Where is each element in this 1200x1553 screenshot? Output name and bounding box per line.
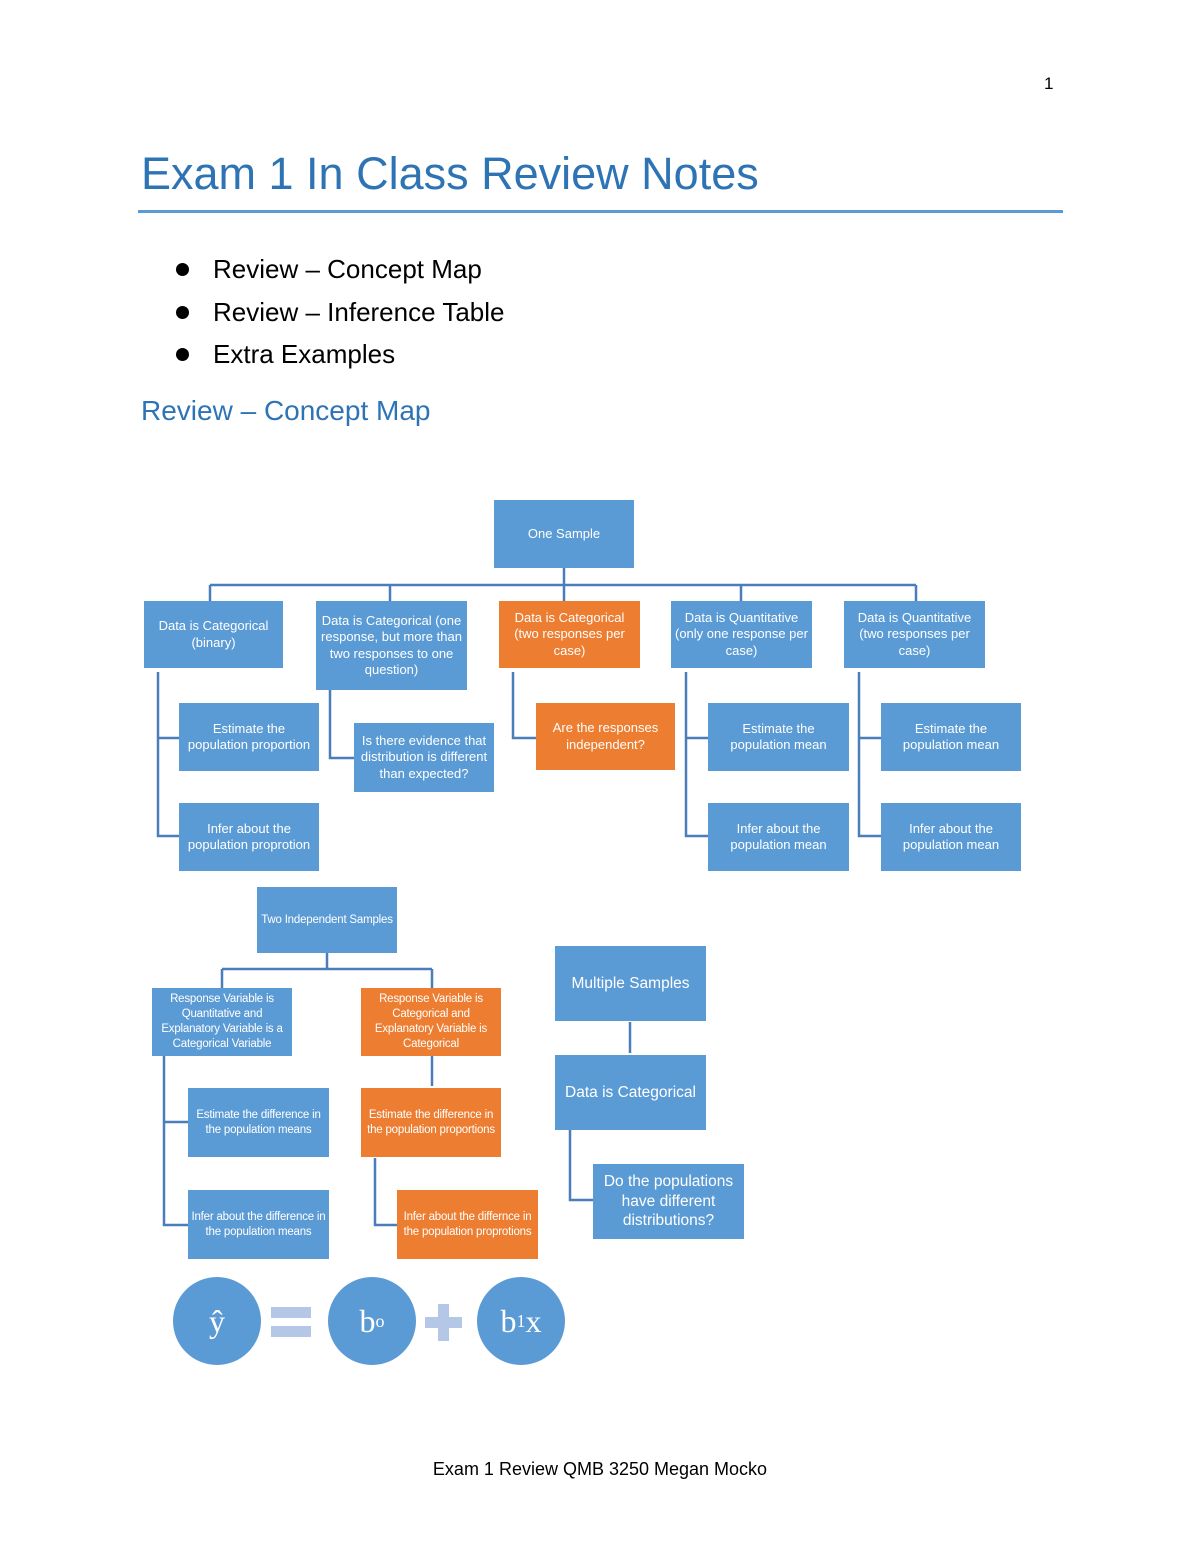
- evidence-distribution-box: Is there evidence that distribution is d…: [354, 723, 494, 792]
- data-categorical-box: Data is Categorical: [555, 1055, 706, 1130]
- bullet-item: Review – Concept Map: [176, 248, 504, 291]
- categorical-binary-box: Data is Categorical(binary): [144, 601, 283, 668]
- infer-diff-proportions-box: Infer about the differnce in the populat…: [397, 1190, 538, 1259]
- infer-mean-box: Infer about the population mean: [708, 803, 849, 871]
- estimate-mean-box: Estimate the population mean: [708, 703, 849, 771]
- title-underline: [138, 210, 1063, 213]
- categorical-two-responses-box: Data is Categorical(two responses per ca…: [499, 601, 640, 668]
- bullet-dot-icon: [176, 263, 189, 276]
- bullet-dot-icon: [176, 305, 189, 319]
- plus-icon: [425, 1304, 462, 1341]
- categorical-multi-response-box: Data is Categorical (one response, but m…: [316, 601, 467, 690]
- bullet-item: Extra Examples: [176, 333, 504, 376]
- bullet-item: Review – Inference Table: [176, 291, 504, 334]
- infer-mean-paired-box: Infer about the population mean: [881, 803, 1021, 871]
- categorical-response-box: Response Variable is Categorical and Exp…: [361, 988, 501, 1056]
- page-number: 1: [1044, 74, 1054, 93]
- quantitative-response-box: Response Variable is Quantitative and Ex…: [152, 988, 292, 1056]
- multiple-samples-box: Multiple Samples: [555, 946, 706, 1021]
- bullet-dot-icon: [176, 348, 189, 361]
- page-footer: Exam 1 Review QMB 3250 Megan Mocko: [432, 1459, 768, 1479]
- bullet-list: Review – Concept Map Review – Inference …: [176, 248, 504, 376]
- equals-icon: [271, 1307, 311, 1337]
- quantitative-one-response-box: Data is Quantitative(only one response p…: [671, 601, 812, 668]
- infer-proportion-box: Infer about the population proprotion: [179, 803, 319, 871]
- y-hat-circle: ŷ: [173, 1277, 261, 1365]
- responses-independent-box: Are the responses independent?: [536, 703, 675, 770]
- quantitative-two-responses-box: Data is Quantitative(two responses per c…: [844, 601, 985, 668]
- infer-diff-means-box: Infer about the difference in the popula…: [188, 1190, 329, 1259]
- one-sample-box: One Sample: [494, 500, 634, 568]
- estimate-mean-paired-box: Estimate the population mean: [881, 703, 1021, 771]
- estimate-diff-proportions-box: Estimate the difference in the populatio…: [361, 1088, 501, 1157]
- two-independent-samples-box: Two Independent Samples: [257, 887, 397, 953]
- page-title: Exam 1 In Class Review Notes: [141, 148, 759, 199]
- different-distributions-box: Do the populations have different distri…: [593, 1164, 744, 1239]
- section-heading: Review – Concept Map: [141, 395, 431, 426]
- estimate-diff-means-box: Estimate the difference in the populatio…: [188, 1088, 329, 1157]
- estimate-proportion-box: Estimate the population proportion: [179, 703, 319, 771]
